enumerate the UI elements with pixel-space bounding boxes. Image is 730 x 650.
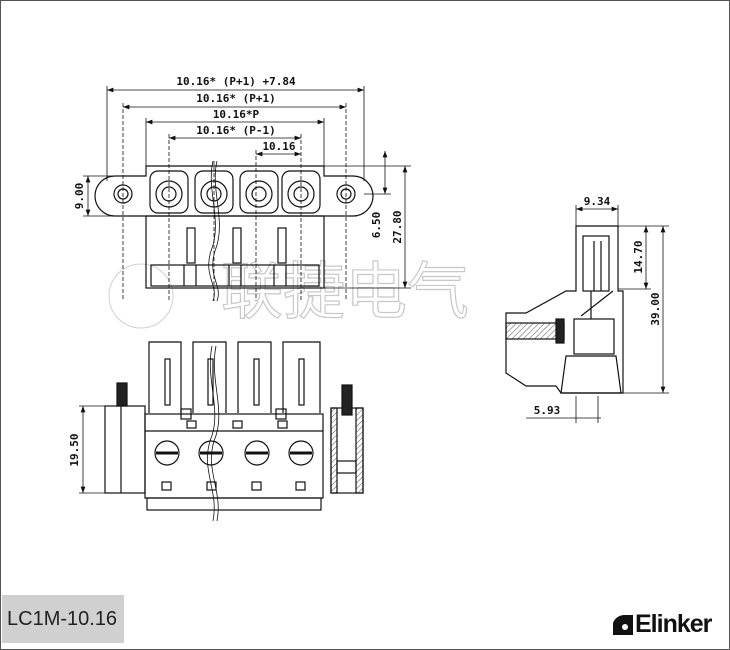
- brand-name: Elinker: [635, 610, 712, 638]
- watermark-text: 联捷电气: [221, 255, 469, 328]
- dim-pitch: 10.16: [262, 140, 295, 153]
- top-view-dimensions: [83, 86, 411, 301]
- front-view-dimensions: [79, 405, 105, 494]
- brand-logo: Elinker: [613, 610, 712, 639]
- dim-p-minus-1: 10.16* (P-1): [196, 124, 275, 137]
- terminal-openings: [149, 170, 321, 214]
- dim-5-93: 5.93: [534, 404, 561, 417]
- side-view: [505, 225, 624, 394]
- dim-overall-width: 10.16* (P+1) +7.84: [176, 75, 296, 88]
- side-view-labels: 9.34 14.70 39.00 5.93: [534, 195, 662, 417]
- watermark: 联捷电气: [108, 254, 470, 329]
- dim-19-50: 19.50: [68, 433, 81, 466]
- dim-p: 10.16*P: [213, 108, 260, 121]
- dim-14-70: 14.70: [632, 240, 645, 273]
- front-view: [104, 341, 364, 522]
- dim-flange-height: 9.00: [73, 183, 86, 210]
- top-view-labels: 10.16* (P+1) +7.84 10.16* (P+1) 10.16*P …: [73, 75, 404, 244]
- dim-9-34: 9.34: [584, 195, 611, 208]
- side-view-dimensions: [526, 205, 669, 423]
- model-label: LC1M-10.16: [2, 595, 124, 643]
- dim-39-00: 39.00: [649, 292, 662, 325]
- dim-p-plus-1: 10.16* (P+1): [196, 92, 275, 105]
- dim-27-80: 27.80: [391, 210, 404, 243]
- screw-heads: [154, 440, 314, 466]
- dim-6-50: 6.50: [370, 212, 383, 239]
- elinker-logo-icon: [613, 614, 633, 635]
